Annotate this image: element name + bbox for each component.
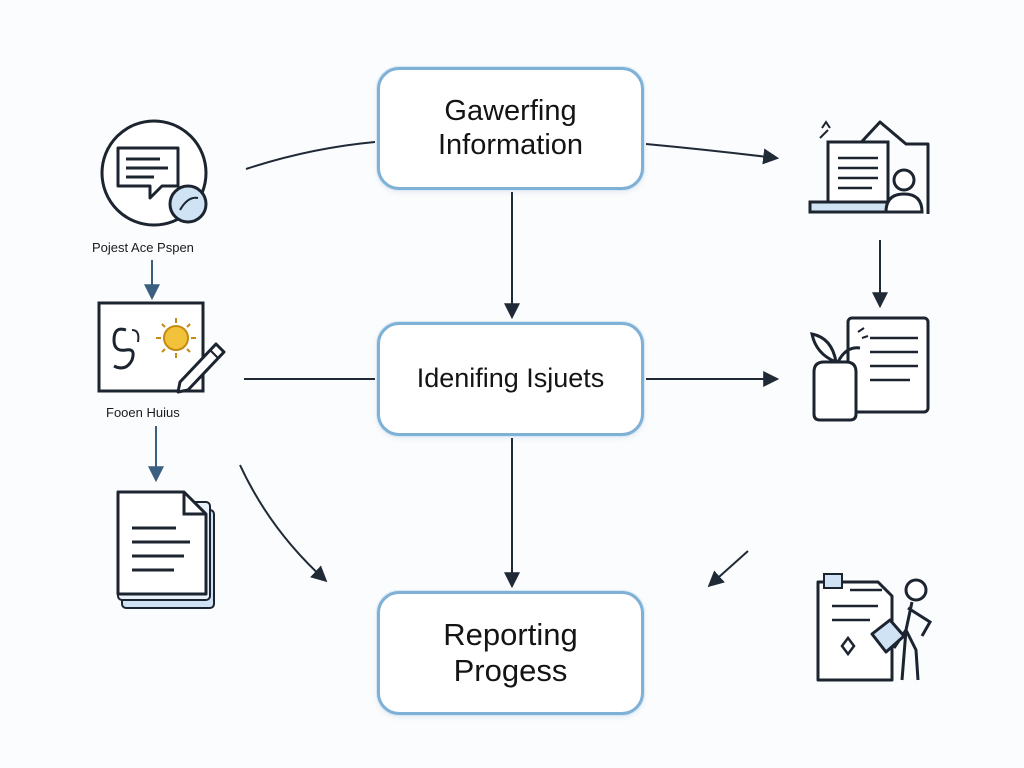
node-reporting-line2: Progess [453, 653, 568, 688]
node-reporting-line1: Reporting [443, 617, 578, 653]
curve-left-to-gathering [245, 141, 376, 170]
arrow-gathering-to-right [645, 143, 780, 165]
laptop-user-icon [808, 120, 930, 214]
node-identifying-issues: Idenifing Isjuets [377, 322, 644, 436]
person-report-icon [816, 573, 933, 682]
node-gathering-line2: Information [437, 128, 584, 161]
node-reporting-progress: Reporting Progess [377, 591, 644, 715]
node-identifying-label: Idenifing Isjuets [416, 363, 605, 394]
node-gathering-line1: Gawerfing [444, 95, 577, 128]
plant-document-icon [810, 316, 930, 422]
node-gathering-information: Gawerfing Information [377, 67, 644, 190]
curve-left-to-reporting [239, 464, 328, 583]
chat-bubble-icon [100, 119, 208, 227]
caption-left-middle: Fooen Huius [106, 405, 180, 420]
arrow-right-to-reporting [707, 550, 749, 588]
caption-left-top: Pojest Ace Pspen [92, 240, 194, 255]
idea-board-icon [97, 301, 226, 394]
document-stack-icon [116, 490, 215, 609]
